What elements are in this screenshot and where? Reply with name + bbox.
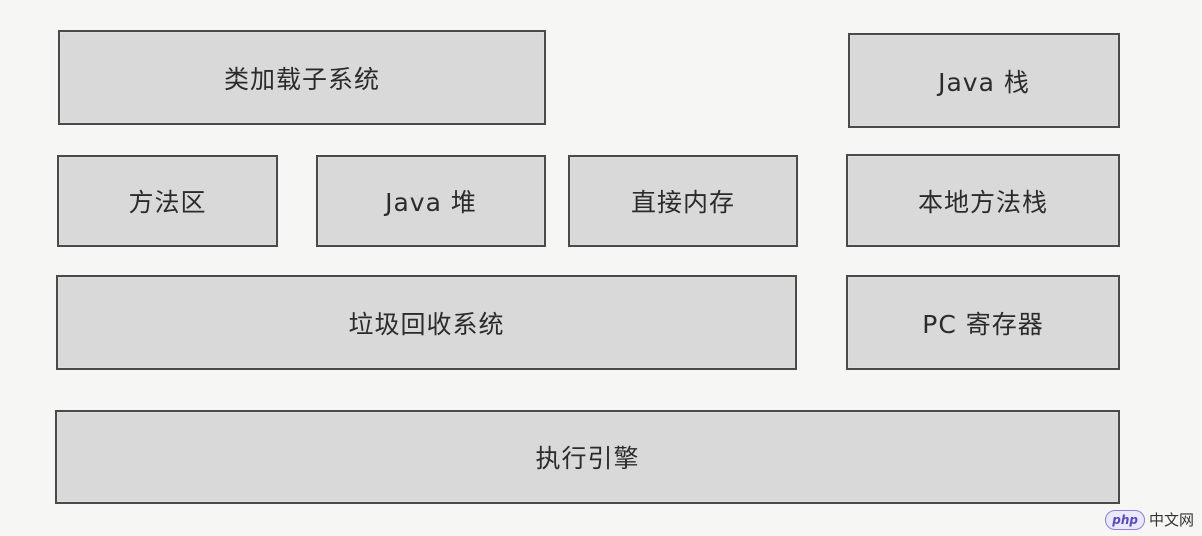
java-heap-block: Java 堆 [316, 155, 546, 247]
site-watermark: php 中文网 [1105, 509, 1194, 530]
php-logo: php [1105, 509, 1145, 530]
method-area-block: 方法区 [57, 155, 278, 247]
garbage-collection-block: 垃圾回收系统 [56, 275, 797, 370]
execution-engine-block: 执行引擎 [55, 410, 1120, 504]
direct-memory-block: 直接内存 [568, 155, 798, 247]
java-stack-block: Java 栈 [848, 33, 1120, 128]
native-method-stack-block: 本地方法栈 [846, 154, 1120, 247]
watermark-text: 中文网 [1148, 511, 1194, 529]
class-loader-subsystem-block: 类加载子系统 [58, 30, 546, 125]
pc-register-block: PC 寄存器 [846, 275, 1120, 370]
